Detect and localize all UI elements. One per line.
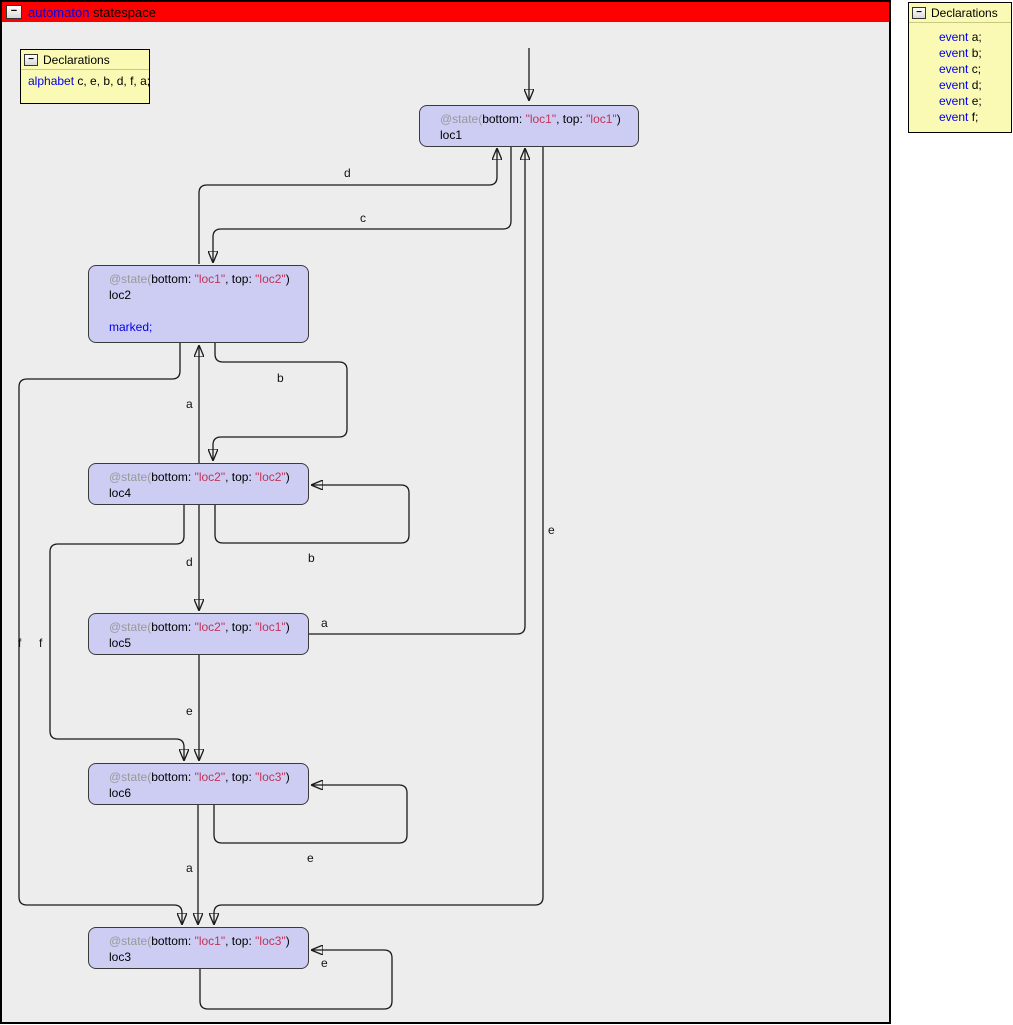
event-declaration: event d; xyxy=(939,78,982,92)
edge-loc5-a-loc1 xyxy=(309,149,525,635)
state-annotation: @state(bottom: "loc2", top: "loc3") xyxy=(109,770,290,784)
edge-loc4-b-selfloop xyxy=(214,485,410,544)
state-annotation: @state(bottom: "loc2", top: "loc2") xyxy=(109,470,290,484)
state-node-loc2: @state(bottom: "loc1", top: "loc2") loc2… xyxy=(88,265,309,343)
edge-label-b-self: b xyxy=(308,551,315,565)
edge-label-e-long: e xyxy=(548,523,555,537)
state-annotation: @state(bottom: "loc1", top: "loc1") xyxy=(440,112,621,126)
state-node-loc4: @state(bottom: "loc2", top: "loc2") loc4 xyxy=(88,463,309,505)
declarations-title: Declarations xyxy=(43,52,110,67)
edge-label-d2: d xyxy=(186,555,193,569)
state-node-loc6: @state(bottom: "loc2", top: "loc3") loc6 xyxy=(88,763,309,805)
event-declaration: event a; xyxy=(939,30,982,44)
edge-loc6-e-selfloop xyxy=(213,785,408,844)
edge-label-f-left: f xyxy=(18,636,22,650)
edge-label-a: a xyxy=(186,397,193,411)
state-annotation: @state(bottom: "loc2", top: "loc1") xyxy=(109,620,290,634)
alphabet-declarations-box: − Declarations alphabet c, e, b, d, f, a… xyxy=(20,49,150,104)
event-declaration: event e; xyxy=(939,94,982,108)
events-list: event a; event b; event c; event d; even… xyxy=(909,23,1011,125)
events-declarations-panel: − Declarations event a; event b; event c… xyxy=(908,2,1012,133)
event-declaration: event c; xyxy=(939,62,982,76)
edge-loc1-c-loc2 xyxy=(213,146,512,262)
statespace-window: − automaton statespace − Declarations al… xyxy=(0,0,891,1024)
state-node-loc5: @state(bottom: "loc2", top: "loc1") loc5 xyxy=(88,613,309,655)
state-annotation: @state(bottom: "loc1", top: "loc2") xyxy=(109,272,290,286)
state-name: loc1 xyxy=(440,128,463,142)
state-marked-label: marked; xyxy=(109,320,153,334)
edge-label-e-self6: e xyxy=(307,851,314,865)
declarations-title: Declarations xyxy=(931,5,998,20)
minimize-icon[interactable]: − xyxy=(6,5,22,19)
edge-loc2-b-loc4 xyxy=(213,343,348,460)
event-declaration: event b; xyxy=(939,46,982,60)
edge-loc2-f-loc3 xyxy=(18,343,182,924)
state-name: loc3 xyxy=(109,950,132,964)
alphabet-line: alphabet c, e, b, d, f, a; xyxy=(28,74,151,88)
event-declaration: event f; xyxy=(939,110,979,124)
window-title: automaton statespace xyxy=(28,4,156,20)
edge-label-d: d xyxy=(344,166,351,180)
state-annotation: @state(bottom: "loc1", top: "loc3") xyxy=(109,934,290,948)
state-node-loc3: @state(bottom: "loc1", top: "loc3") loc3 xyxy=(88,927,309,969)
alphabet-declarations-header: − Declarations xyxy=(21,50,149,70)
edges-layer xyxy=(18,48,544,1010)
edge-label-a2: a xyxy=(321,616,328,630)
edge-label-c: c xyxy=(360,211,366,225)
edge-label-e-self3: e xyxy=(321,956,328,970)
edge-label-f2: f xyxy=(39,636,43,650)
edge-loc4-f-loc6 xyxy=(49,505,184,760)
edge-loc1-e-loc3 xyxy=(214,146,544,924)
state-name: loc2 xyxy=(109,288,132,302)
edge-loc2-d-loc1 xyxy=(198,149,497,264)
window-titlebar: − automaton statespace xyxy=(2,2,889,22)
edge-label-b: b xyxy=(277,371,284,385)
collapse-icon[interactable]: − xyxy=(24,53,38,66)
edge-label-e2: e xyxy=(186,704,193,718)
state-name: loc6 xyxy=(109,786,132,800)
collapse-icon[interactable]: − xyxy=(912,6,926,19)
events-declarations-header: − Declarations xyxy=(909,3,1011,23)
state-node-loc1: @state(bottom: "loc1", top: "loc1") loc1 xyxy=(419,105,639,147)
edge-loc3-e-selfloop xyxy=(199,950,393,1010)
state-name: loc5 xyxy=(109,636,132,650)
state-name: loc4 xyxy=(109,486,132,500)
edge-label-a3: a xyxy=(186,861,193,875)
